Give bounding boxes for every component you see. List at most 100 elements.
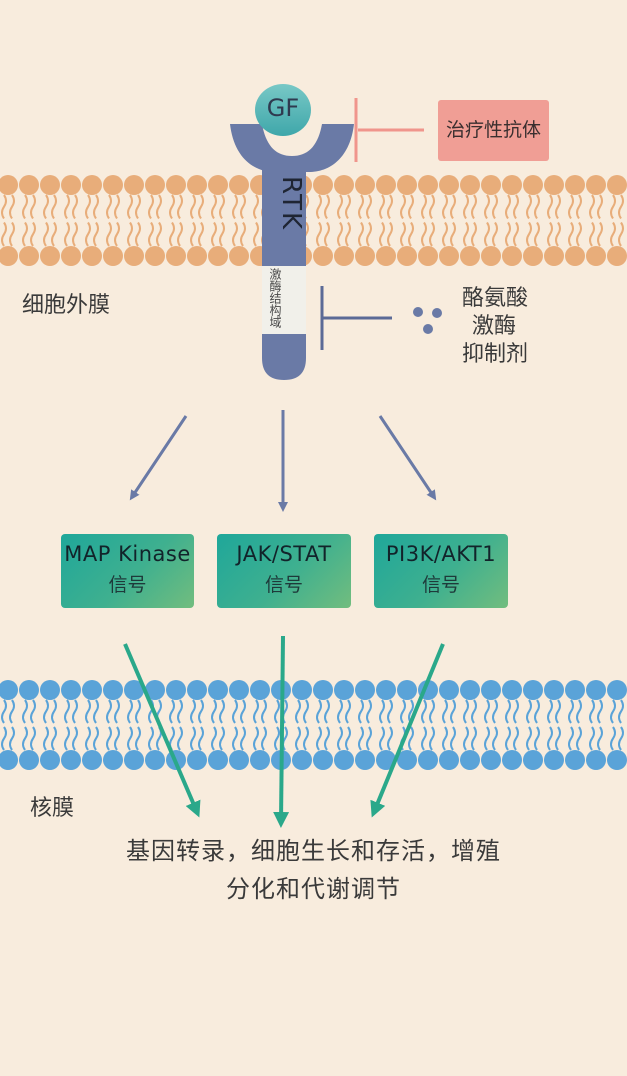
- lipid-tail: [43, 726, 49, 751]
- lipid-head: [586, 246, 606, 266]
- outcome-line1: 基因转录，细胞生长和存活，增殖: [126, 837, 501, 865]
- tki-label-line1: 酪氨酸: [462, 286, 529, 311]
- lipid-tail: [93, 221, 99, 247]
- lipid-tail: [240, 221, 246, 247]
- lipid-tail: [400, 221, 406, 247]
- lipid-head: [0, 680, 18, 700]
- lipid-tail: [450, 194, 456, 220]
- lipid-tail: [114, 726, 120, 751]
- lipid-tail: [156, 194, 162, 220]
- lipid-tail: [555, 194, 561, 220]
- lipid-tail: [555, 699, 561, 724]
- lipid-head: [586, 750, 606, 770]
- lipid-head: [523, 175, 543, 195]
- lipid-tail: [547, 699, 553, 724]
- lipid-tail: [22, 726, 28, 751]
- lipid-tail: [421, 221, 427, 247]
- lipid-head: [607, 750, 627, 770]
- lipid-head: [208, 175, 228, 195]
- antibody-box: 治疗性抗体: [438, 100, 549, 161]
- lipid-head: [460, 750, 480, 770]
- lipid-head: [586, 680, 606, 700]
- lipid-tail: [93, 726, 99, 751]
- lipid-head: [103, 750, 123, 770]
- lipid-tail: [156, 221, 162, 247]
- lipid-head: [145, 175, 165, 195]
- lipid-head: [439, 246, 459, 266]
- lipid-head: [208, 750, 228, 770]
- lipid-tail: [568, 726, 574, 751]
- lipid-tail: [513, 699, 519, 724]
- lipid-tail: [526, 221, 532, 247]
- green-arrow-right: [370, 643, 445, 818]
- lipid-tail: [190, 194, 196, 220]
- lipid-head: [0, 175, 18, 195]
- lipid-tail: [177, 699, 183, 724]
- lipid-head: [418, 175, 438, 195]
- lipid-tail: [337, 699, 343, 724]
- lipid-head: [481, 680, 501, 700]
- lipid-head: [418, 750, 438, 770]
- lipid-head: [145, 246, 165, 266]
- lipid-tail: [505, 699, 511, 724]
- pathway-sub: 信号: [421, 574, 460, 596]
- lipid-tail: [547, 194, 553, 220]
- lipid-head: [19, 680, 39, 700]
- lipid-tail: [526, 699, 532, 724]
- lipid-tail: [274, 726, 280, 751]
- lipid-tail: [211, 699, 217, 724]
- lipid-tail: [85, 194, 91, 220]
- lipid-tail: [64, 221, 70, 247]
- lipid-tail: [169, 194, 175, 220]
- lipid-tail: [358, 194, 364, 220]
- lipid-tail: [463, 726, 469, 751]
- lipid-head: [355, 246, 375, 266]
- lipid-tail: [253, 699, 259, 724]
- lipid-tail: [114, 221, 120, 247]
- lipid-tail: [337, 726, 343, 751]
- lipid-head: [544, 175, 564, 195]
- lipid-tail: [400, 194, 406, 220]
- lipid-head: [502, 246, 522, 266]
- lipid-tail: [93, 194, 99, 220]
- lipid-tail: [232, 699, 238, 724]
- lipid-head: [124, 680, 144, 700]
- lipid-head: [61, 680, 81, 700]
- lipid-head: [544, 680, 564, 700]
- lipid-tail: [366, 194, 372, 220]
- lipid-tail: [198, 194, 204, 220]
- lipid-head: [0, 246, 18, 266]
- lipid-tail: [576, 221, 582, 247]
- lipid-tail: [492, 194, 498, 220]
- lipid-tail: [106, 194, 112, 220]
- rtk-receptor-cup: [230, 124, 354, 172]
- lipid-tail: [547, 221, 553, 247]
- lipid-tail: [190, 221, 196, 247]
- lipid-head: [19, 175, 39, 195]
- lipid-head: [565, 680, 585, 700]
- lipid-tail: [219, 726, 225, 751]
- lipid-tail: [30, 699, 36, 724]
- lipid-tail: [9, 699, 15, 724]
- lipid-tail: [337, 221, 343, 247]
- tki-label-line3: 抑制剂: [462, 342, 529, 367]
- lipid-tail: [610, 221, 616, 247]
- green-arrow-center: [273, 635, 290, 828]
- lipid-tail: [85, 699, 91, 724]
- lipid-head: [439, 175, 459, 195]
- lipid-tail: [177, 726, 183, 751]
- lipid-tail: [72, 194, 78, 220]
- lipid-tail: [43, 194, 49, 220]
- lipid-tail: [127, 699, 133, 724]
- lipid-head: [82, 246, 102, 266]
- lipid-tail: [64, 726, 70, 751]
- lipid-tail: [85, 221, 91, 247]
- lipid-head: [82, 750, 102, 770]
- lipid-head: [376, 175, 396, 195]
- lipid-tail: [450, 221, 456, 247]
- lipid-head: [40, 246, 60, 266]
- lipid-tail: [240, 726, 246, 751]
- lipid-tail: [471, 221, 477, 247]
- lipid-tail: [534, 194, 540, 220]
- lipid-head: [439, 680, 459, 700]
